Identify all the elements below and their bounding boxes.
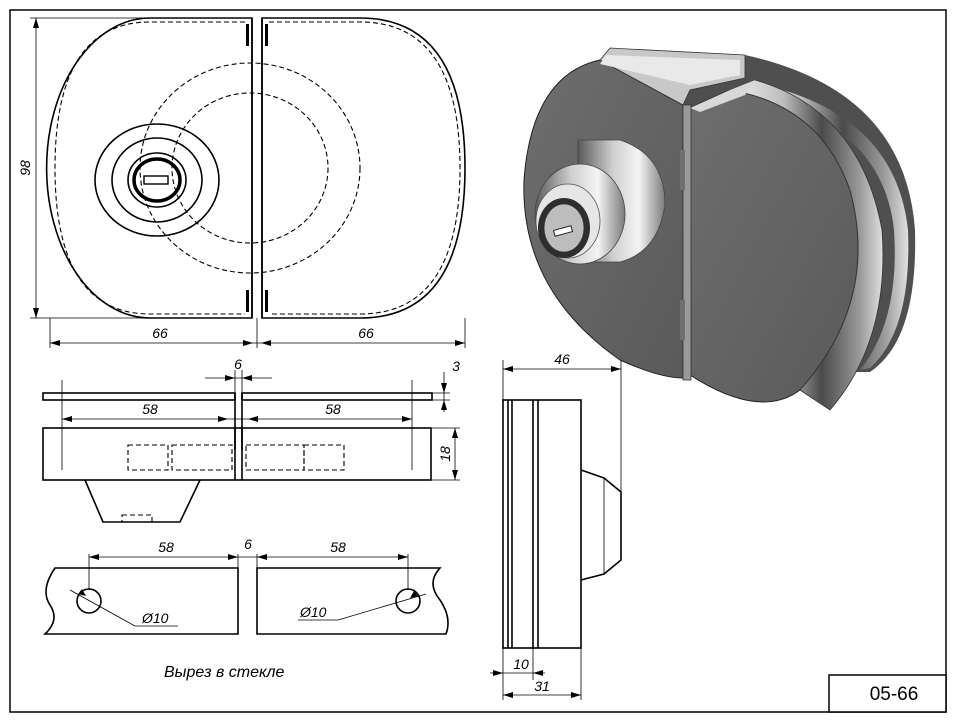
side-view: 46 10 31: [490, 351, 622, 700]
dim-hole-right: Ø10: [299, 604, 327, 620]
dim-left-width: 66: [152, 325, 168, 341]
dim-side-width: 46: [554, 351, 570, 367]
3d-key-slot-icon: [552, 225, 574, 237]
dim-inner-left: 58: [142, 401, 158, 417]
dim-cut-left: 58: [158, 539, 174, 555]
sheet-code-box: [828, 674, 947, 713]
key-slot-icon: [143, 175, 169, 185]
dim-side-bottom-a: 10: [513, 656, 529, 672]
dim-height-98: 98: [17, 160, 33, 176]
sheet-border: [9, 9, 947, 713]
dim-hole-left: Ø10: [141, 610, 169, 626]
sheet-code: 05-66: [870, 684, 919, 705]
dim-body-height: 18: [437, 446, 453, 462]
top-view: 98 66 66: [17, 17, 466, 348]
dim-gap-top: 6: [234, 356, 242, 372]
front-view: 6 3 58 58 18: [42, 356, 460, 523]
dim-side-bottom-b: 31: [534, 678, 550, 694]
glass-cutout-view: 58 6 58 Ø10 Ø10 Вырез в стекле: [42, 536, 449, 681]
lock-3d-render: [523, 47, 916, 411]
dim-plate-thickness: 3: [452, 358, 460, 374]
dim-cut-gap: 6: [244, 536, 252, 552]
dim-right-width: 66: [358, 325, 374, 341]
dim-inner-right: 58: [325, 401, 341, 417]
cutout-caption: Вырез в стекле: [164, 664, 285, 681]
dim-cut-right: 58: [330, 539, 346, 555]
